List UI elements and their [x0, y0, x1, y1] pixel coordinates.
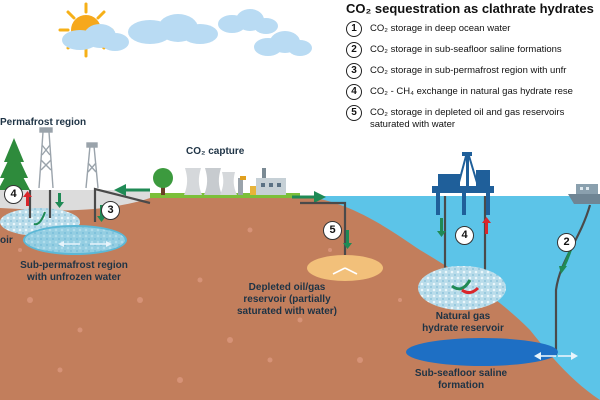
legend-text: CO₂ - CH₄ exchange in natural gas hydrat…: [370, 86, 573, 97]
saline-formation-label: Sub-seafloor saline formation: [400, 368, 522, 392]
sub-permafrost-label-line1: Sub-permafrost region: [20, 260, 128, 271]
saline-label-line2: formation: [437, 380, 485, 391]
tree-icon: [0, 138, 30, 194]
depleted-label-line2: reservoir (partially: [243, 294, 331, 305]
flow-arrows: [58, 241, 578, 360]
sub-permafrost-label: Sub-permafrost region with unfrozen wate…: [14, 260, 134, 284]
cloud-icon: [218, 9, 278, 34]
depleted-label-line3: saturated with water): [236, 306, 338, 317]
reservoir-label-cut: oir: [0, 235, 13, 246]
legend-number: 3: [346, 63, 362, 79]
legend-number: 1: [346, 21, 362, 37]
saline-formation: [406, 338, 558, 366]
co2-capture-label: CO₂ capture: [186, 146, 245, 157]
hydrate-label-line1: Natural gas: [435, 311, 491, 322]
capture-arrows: [114, 184, 326, 203]
drill-rig-icon: [85, 142, 99, 189]
legend-number: 4: [346, 84, 362, 100]
legend-item-3: 3 CO₂ storage in sub-permafrost region w…: [346, 63, 566, 79]
legend-number: 5: [346, 105, 362, 121]
legend-text: CO₂ storage in sub-permafrost region wit…: [370, 65, 567, 76]
factory-icon: [184, 168, 286, 195]
permafrost-region-label: Permafrost region: [0, 117, 87, 128]
legend-item-5: 5 CO₂ storage in depleted oil and gas re…: [346, 105, 564, 131]
diagram-title: CO₂ sequestration as clathrate hydrates: [346, 1, 594, 16]
drill-rig-icon: [38, 127, 54, 189]
methane-arrows: [23, 191, 491, 295]
tree-icon: [153, 168, 173, 195]
legend-text: CO₂ storage in sub-seafloor saline forma…: [370, 44, 562, 55]
legend-text: CO₂ storage in depleted oil and gas rese…: [370, 107, 564, 131]
badge-4-sea: 4: [455, 226, 474, 245]
depleted-label-line1: Depleted oil/gas: [248, 282, 326, 293]
depleted-reservoir-label: Depleted oil/gas reservoir (partially sa…: [232, 282, 342, 318]
oil-platform-icon: [432, 152, 494, 215]
legend-item-2: 2 CO₂ storage in sub-seafloor saline for…: [346, 42, 562, 58]
legend-text-line2: saturated with water: [370, 119, 456, 130]
soil-texture: [18, 227, 402, 383]
badge-5: 5: [323, 221, 342, 240]
legend-number: 2: [346, 42, 362, 58]
legend-text-line1: CO₂ storage in depleted oil and gas rese…: [370, 107, 565, 118]
sub-permafrost-label-line2: with unfrozen water: [27, 272, 121, 283]
cloud-icon: [128, 14, 218, 44]
legend-item-4: 4 CO₂ - CH₄ exchange in natural gas hydr…: [346, 84, 573, 100]
badge-4-land: 4: [4, 185, 23, 204]
badge-2: 2: [557, 233, 576, 252]
hydrate-label-line2: hydrate reservoir: [422, 323, 504, 334]
hydrate-reservoir-label: Natural gas hydrate reservoir: [408, 311, 518, 335]
saline-label-line1: Sub-seafloor saline: [414, 368, 508, 379]
legend-text: CO₂ storage in deep ocean water: [370, 23, 511, 34]
cloud-icon: [254, 31, 312, 56]
legend-item-1: 1 CO₂ storage in deep ocean water: [346, 21, 510, 37]
sub-permafrost-reservoir-texture: [25, 227, 125, 253]
grass-strip: [150, 193, 300, 198]
ship-icon: [568, 184, 600, 204]
badge-3: 3: [101, 201, 120, 220]
cloud-icon: [62, 24, 129, 51]
